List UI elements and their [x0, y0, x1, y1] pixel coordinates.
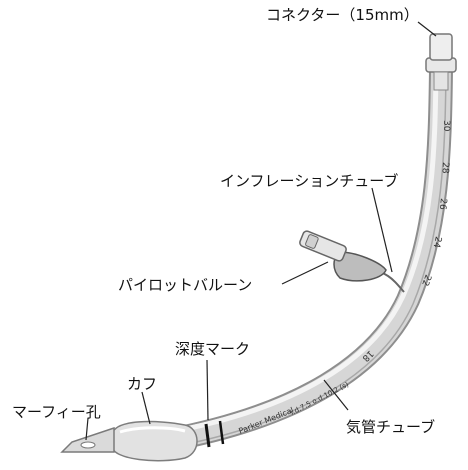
leader-murphy-eye [85, 417, 89, 441]
cuff-sheen [119, 426, 186, 434]
tube-lumen-line [171, 71, 447, 448]
pilot-valve-tip [305, 234, 319, 249]
depth-number-28: 28 [440, 162, 450, 174]
depth-number-30: 30 [441, 120, 451, 132]
leader-depth-mark [206, 359, 209, 421]
murphy-eye-hole [80, 441, 96, 449]
tube-body-outline [158, 58, 453, 452]
label-tracheal-tube: 気管チューブ [346, 418, 436, 436]
label-inflation-tube: インフレーションチューブ [220, 172, 399, 190]
depth-number-22: 22 [419, 273, 432, 287]
label-depth-mark: 深度マーク [175, 340, 251, 358]
depth-number-26: 26 [437, 198, 448, 211]
leader-cuff [141, 391, 151, 425]
label-murphy-eye: マーフィー孔 [12, 403, 101, 421]
leader-connector [417, 21, 437, 37]
label-connector: コネクター（15mm） [266, 6, 419, 24]
cuff [111, 420, 198, 462]
connector-neck [433, 71, 449, 91]
pilot-balloon [333, 251, 387, 282]
depth-band-1 [204, 423, 211, 448]
label-pilot-balloon: パイロットバルーン [118, 276, 253, 294]
leader-tracheal-tube [323, 379, 349, 411]
leader-inflation-tube [371, 187, 393, 273]
depth-number-24: 24 [431, 235, 443, 249]
tube-body [160, 60, 451, 450]
leader-pilot-balloon [281, 261, 329, 285]
tube-highlight [169, 71, 439, 435]
connector-body [429, 33, 453, 61]
depth-band-2 [218, 420, 225, 445]
label-cuff: カフ [127, 375, 158, 393]
